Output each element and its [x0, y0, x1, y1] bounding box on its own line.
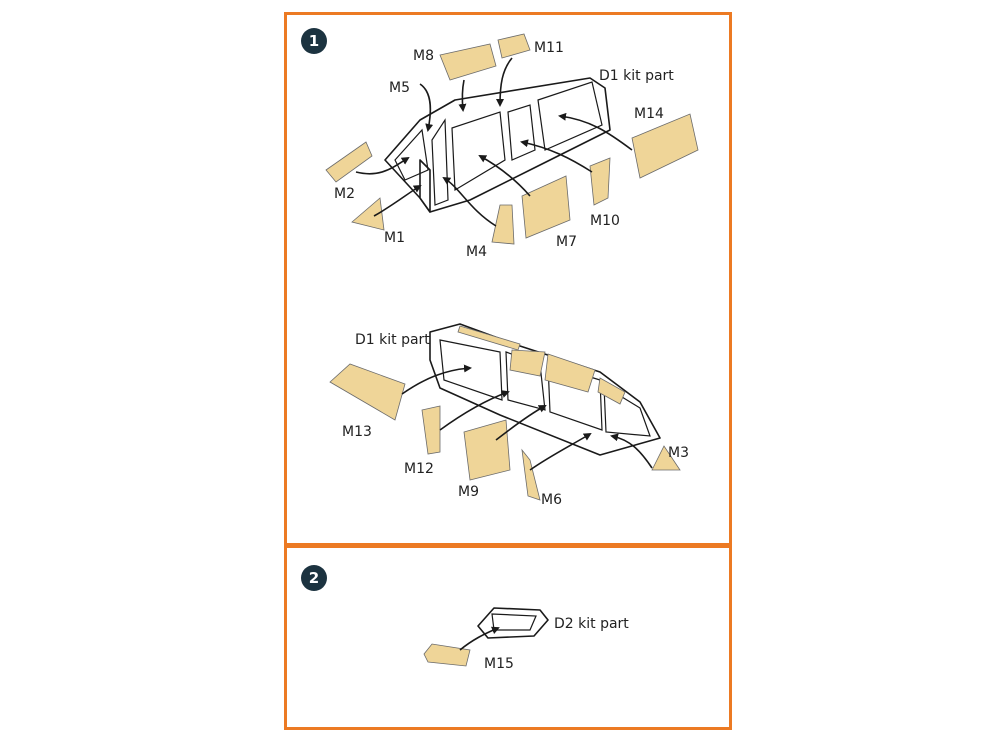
mask-m1: [351, 197, 385, 231]
label-m12: M12: [404, 461, 434, 477]
arrow-m13: [401, 364, 472, 395]
step-1-badge: 1: [301, 28, 327, 54]
arrows-top: [355, 57, 633, 227]
label-kit-part-d2: D2 kit part: [554, 616, 629, 632]
arrows-bottom: [401, 364, 653, 471]
label-m7: M7: [556, 234, 577, 250]
label-m15: M15: [484, 656, 514, 672]
mask-m2: [325, 141, 373, 183]
arrow-m1: [373, 184, 422, 217]
label-kit-part-top: D1 kit part: [599, 68, 674, 84]
mask-m8: [439, 43, 497, 81]
mask-m4: [491, 204, 515, 245]
mask-m12: [421, 405, 441, 455]
mask-m7: [521, 175, 571, 239]
label-m1: M1: [384, 230, 405, 246]
arrow-m5: [419, 83, 434, 132]
label-m9: M9: [458, 484, 479, 500]
mask-m3: [651, 445, 681, 471]
arrow-m14: [558, 112, 633, 151]
arrow-m7: [478, 155, 531, 197]
label-m13: M13: [342, 424, 372, 440]
highlight-strip-4: [597, 377, 626, 405]
label-m8: M8: [413, 48, 434, 64]
masks-bottom: [329, 363, 681, 501]
mask-m6: [521, 448, 541, 501]
highlight-strip-2: [509, 349, 546, 377]
label-m11: M11: [534, 40, 564, 56]
arrow-m2: [355, 156, 410, 175]
mask-m15: [423, 643, 471, 667]
mask-m10: [589, 157, 611, 206]
step-2-badge: 2: [301, 565, 327, 591]
part-d2-drawing: [477, 607, 549, 639]
mask-m14: [631, 113, 699, 179]
arrow-m6: [529, 432, 592, 471]
label-m6: M6: [541, 492, 562, 508]
masks-top: [325, 33, 699, 245]
mask-m9: [463, 419, 511, 481]
label-m4: M4: [466, 244, 487, 260]
label-m2: M2: [334, 186, 355, 202]
arrow-m11: [496, 57, 513, 107]
arrow-m4: [442, 176, 497, 227]
label-kit-part-bottom: D1 kit part: [355, 332, 430, 348]
arrow-m10: [520, 139, 593, 173]
arrow-m8: [458, 79, 467, 112]
label-m5: M5: [389, 80, 410, 96]
mask-m13: [329, 363, 406, 421]
label-m3: M3: [668, 445, 689, 461]
mask-m11: [497, 33, 531, 59]
label-m14: M14: [634, 106, 664, 122]
canopy-top-drawing: [384, 77, 611, 213]
arrow-m15: [459, 626, 500, 651]
label-m10: M10: [590, 213, 620, 229]
highlight-strip-3: [544, 353, 596, 393]
arrow-m12: [439, 390, 510, 431]
arrow-m3: [610, 433, 653, 469]
arrow-m9: [495, 405, 547, 441]
